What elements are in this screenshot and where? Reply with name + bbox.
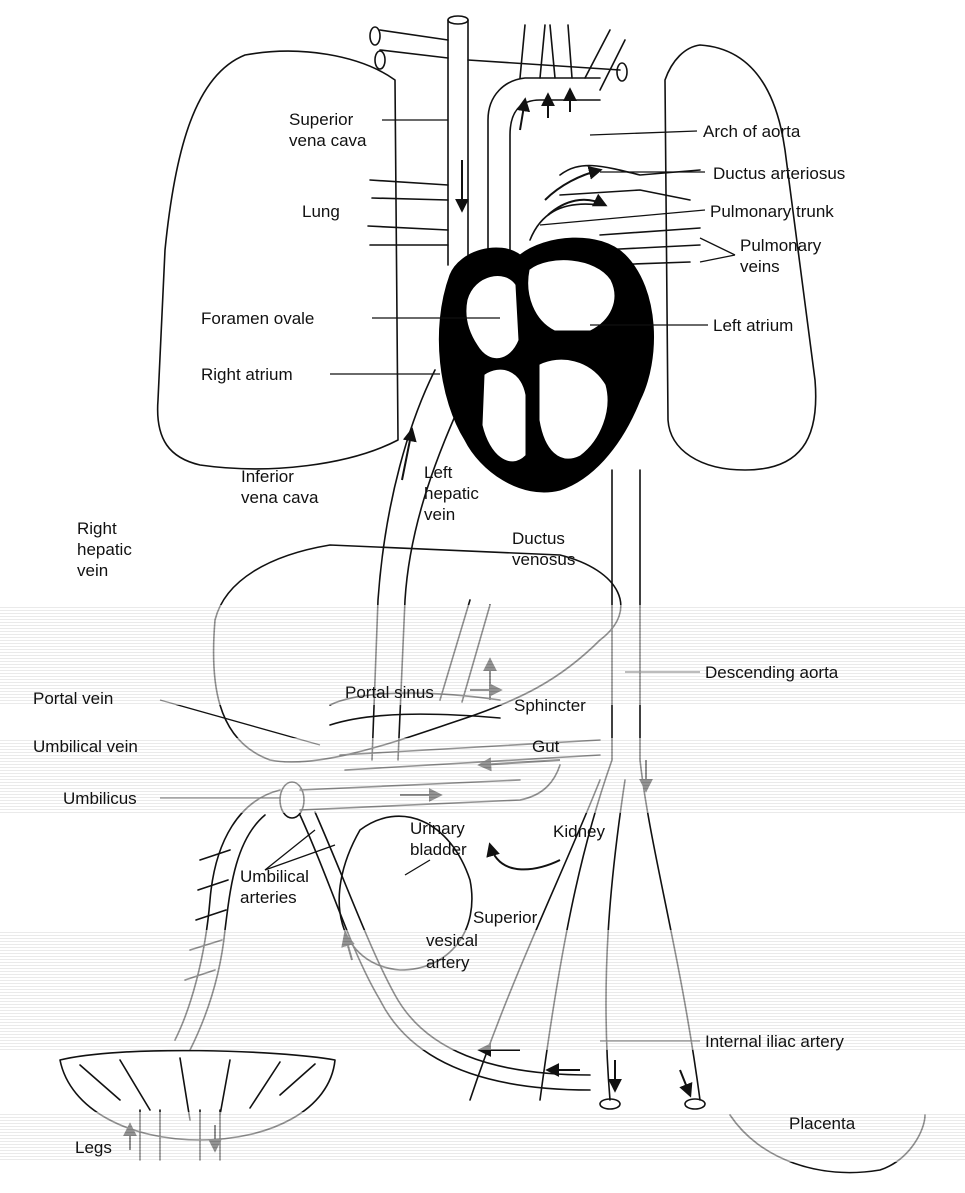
superior-vena-cava bbox=[448, 20, 468, 265]
label-left-hepatic-vein: Left hepatic vein bbox=[424, 462, 479, 525]
label-superior-vesical-artery: Superior bbox=[473, 907, 537, 929]
label-pulmonary-veins: Pulmonary veins bbox=[740, 235, 821, 277]
label-right-hepatic-vein: Right hepatic vein bbox=[77, 518, 132, 581]
label-lung: Lung bbox=[302, 201, 340, 222]
label-umbilical-vein: Umbilical vein bbox=[33, 736, 138, 757]
leader-pulmonary-veins-1 bbox=[700, 238, 735, 255]
iliac-flow-arrow-4 bbox=[680, 1070, 690, 1095]
label-pulmonary-trunk: Pulmonary trunk bbox=[710, 201, 834, 222]
label-vesical-artery: vesical artery bbox=[426, 930, 478, 974]
leader-urinary-bladder bbox=[405, 860, 430, 875]
label-portal-vein: Portal vein bbox=[33, 688, 113, 709]
label-gut: Gut bbox=[532, 736, 559, 757]
label-legs: Legs bbox=[75, 1137, 112, 1158]
label-left-atrium: Left atrium bbox=[713, 315, 793, 336]
leader-pulmonary-trunk bbox=[540, 210, 705, 225]
left-subclavian-branch bbox=[585, 30, 625, 90]
ductus-arteriosus-vessel bbox=[560, 166, 700, 200]
label-umbilicus: Umbilicus bbox=[63, 788, 137, 809]
leader-pulmonary-veins-2 bbox=[700, 255, 735, 262]
label-internal-iliac-artery: Internal iliac artery bbox=[705, 1031, 844, 1052]
brachiocephalic-branch bbox=[520, 25, 545, 78]
label-ductus-venosus: Ductus venosus bbox=[512, 528, 575, 570]
label-foramen-ovale: Foramen ovale bbox=[201, 308, 314, 329]
scan-band-1 bbox=[0, 605, 965, 705]
label-inferior-vena-cava: Inferior vena cava bbox=[241, 466, 319, 508]
ductus-flow-arrow-1 bbox=[545, 170, 600, 200]
kidney-flow-arrow bbox=[490, 845, 560, 869]
left-carotid-branch bbox=[550, 25, 572, 78]
leader-umbilical-arteries-1 bbox=[265, 830, 315, 870]
label-arch-of-aorta: Arch of aorta bbox=[703, 121, 800, 142]
label-urinary-bladder: Urinary bladder bbox=[410, 818, 467, 860]
pulmonary-veins-right bbox=[368, 226, 448, 245]
right-subclavian-branch bbox=[380, 30, 448, 58]
svc-top-opening bbox=[448, 16, 468, 24]
label-ductus-arteriosus: Ductus arteriosus bbox=[713, 163, 845, 184]
label-descending-aorta: Descending aorta bbox=[705, 662, 838, 683]
label-right-atrium: Right atrium bbox=[201, 364, 293, 385]
ductus-flow-arrow-2 bbox=[548, 200, 605, 215]
label-sphincter: Sphincter bbox=[514, 695, 586, 716]
label-portal-sinus: Portal sinus bbox=[345, 682, 434, 703]
right-brachial-branch bbox=[468, 60, 620, 70]
leader-arch bbox=[590, 131, 697, 135]
label-superior-vena-cava: Superior vena cava bbox=[289, 109, 367, 151]
label-kidney: Kidney bbox=[553, 821, 605, 842]
label-umbilical-arteries: Umbilical arteries bbox=[240, 866, 309, 908]
pulmonary-artery-right bbox=[370, 180, 448, 200]
scan-band-2 bbox=[0, 738, 965, 813]
label-placenta: Placenta bbox=[789, 1113, 855, 1134]
